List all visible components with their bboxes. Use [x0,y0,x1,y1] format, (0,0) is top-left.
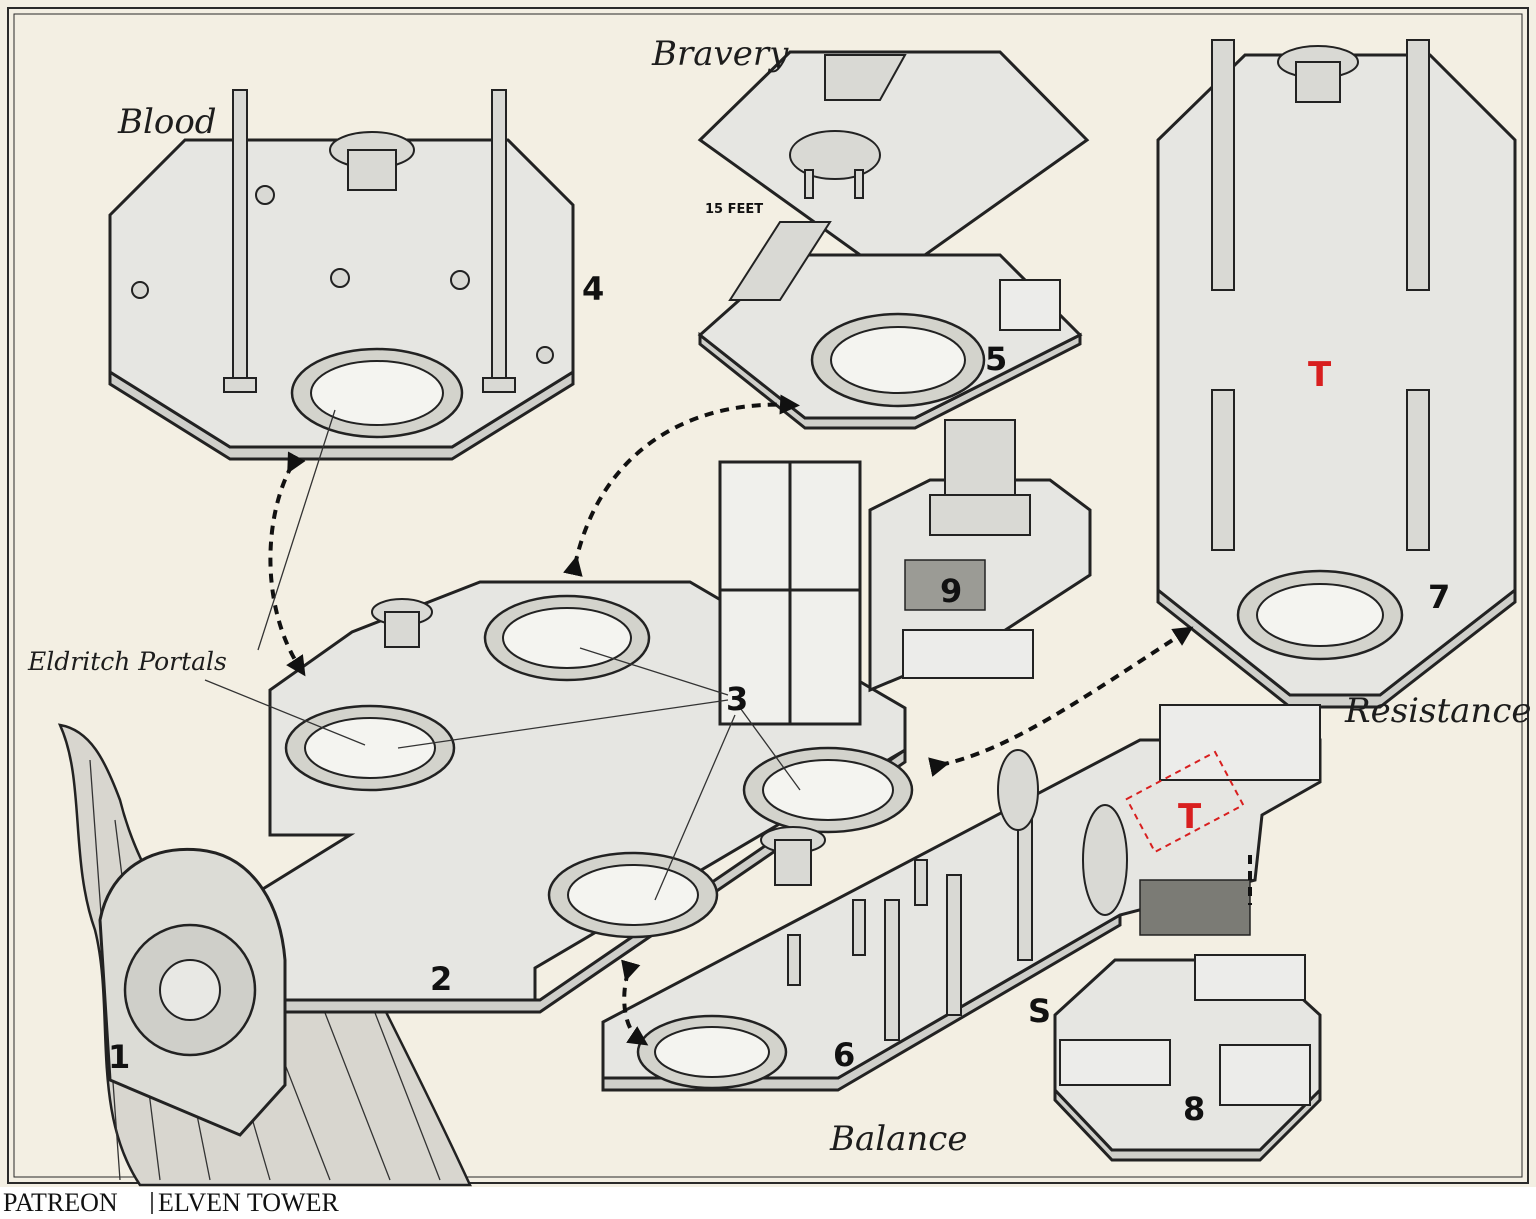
credit-band [0,1187,1536,1219]
pillar [1406,389,1430,551]
area-number-7: 7 [1428,578,1450,616]
brazier [371,598,433,648]
skull-pile [536,346,554,364]
stairs-up [728,221,832,301]
route-hall-balance [621,959,649,1046]
crate [999,279,1061,331]
entrance-gate [98,847,287,1137]
portal-balance [636,1014,788,1090]
area-number-6: 6 [833,1036,855,1074]
room-title-bravery: Bravery [651,34,789,74]
balance-pillar [852,899,866,956]
map-frame [7,7,1529,1184]
area-number-4: 4 [582,270,604,308]
area-number-2: 2 [430,960,452,998]
skull-pile [450,270,470,290]
brazier [329,131,415,191]
chests [1194,954,1306,1001]
room-resistance [1156,39,1517,709]
crate [1219,1044,1311,1106]
room-title-resistance: Resistance [1344,691,1532,731]
room-title-balance: Balance [829,1119,967,1159]
skull-pile [255,185,275,205]
portal-bravery [810,312,986,408]
chests [1059,1039,1171,1086]
room-treasure [1053,954,1322,1162]
stairs-down [824,54,907,101]
pillar [1406,39,1430,291]
vault-area [718,419,1092,726]
room-blood [108,89,575,461]
altar [929,419,1031,536]
room-bravery-lower [697,221,1083,430]
map-frame-inner [13,13,1523,1178]
portal-resistance [1236,569,1404,661]
brazier [760,826,826,886]
trap-marker: T [1178,797,1202,837]
route-hall-bravery [563,394,800,577]
balance-pillar [884,899,900,1041]
pillar [482,89,516,393]
area-number-1: 1 [108,1038,130,1076]
portal-hall [742,746,914,834]
grass-pit [1139,879,1251,936]
balance-pillar [1017,819,1033,961]
balance-pillar [914,859,928,906]
portal-blood [290,347,464,439]
credit-elven-tower: ELVEN TOWER [158,1188,339,1217]
portals-label: Eldritch Portals [27,647,227,676]
chests [902,629,1034,679]
room-bravery-upper [697,50,1090,264]
bull-statue [789,130,881,199]
route-blood-hall [268,451,306,677]
portal-hall [483,594,651,682]
route-hall-resistance [928,626,1194,777]
area-number-8: 8 [1183,1090,1205,1128]
credit-patreon: PATREON [3,1188,118,1217]
leader-portals [204,409,366,746]
leader-area3 [397,647,801,901]
area-number-9: 9 [940,572,962,610]
crate [1159,704,1321,781]
trap-marker: T [1308,355,1332,395]
balance-pillar [787,934,801,986]
area-number-3: 3 [726,680,748,718]
stairs-height-note: 15 FEET [705,202,763,217]
brazier [1277,45,1359,103]
pillar [1211,389,1235,551]
portal-hall [547,851,719,939]
skull-pile [131,281,149,299]
skull-pile [330,268,350,288]
balance-pillar [946,874,962,1016]
portal-hall [284,704,456,792]
pillar [223,89,257,393]
room-title-blood: Blood [117,102,217,142]
area-number-5: 5 [985,340,1007,378]
rubble [904,559,986,611]
pillar [1211,39,1235,291]
secret-door-marker: S [1028,992,1051,1030]
